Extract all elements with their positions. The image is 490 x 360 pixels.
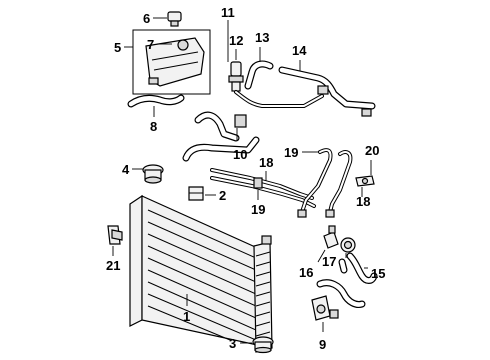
callout-7: 7 bbox=[147, 37, 154, 52]
callout-4: 4 bbox=[122, 162, 130, 177]
part-21-bracket bbox=[107, 225, 123, 245]
part-2-bracket bbox=[188, 186, 204, 201]
part-6-cap bbox=[167, 11, 182, 27]
callout-19-mid: 19 bbox=[251, 202, 265, 217]
part-18-cooler-lines bbox=[210, 168, 316, 208]
callout-14: 14 bbox=[292, 43, 307, 58]
part-5-group-box bbox=[132, 29, 211, 95]
callout-18-mid: 18 bbox=[259, 155, 273, 170]
callout-11: 11 bbox=[221, 5, 235, 20]
part-8-hose bbox=[127, 94, 185, 108]
part-7-coolant-reservoir bbox=[145, 37, 205, 87]
callout-2: 2 bbox=[219, 188, 226, 203]
callout-12: 12 bbox=[229, 33, 243, 48]
callout-9: 9 bbox=[319, 337, 326, 352]
callout-6: 6 bbox=[143, 11, 150, 26]
callout-15: 15 bbox=[371, 266, 385, 281]
callout-19-right: 19 bbox=[284, 145, 298, 160]
part-9-water-outlet bbox=[311, 279, 366, 321]
part-13-elbow-hose bbox=[244, 60, 274, 90]
leader-16 bbox=[317, 249, 326, 263]
part-12-valve bbox=[228, 61, 244, 92]
part-17-thermostat bbox=[340, 237, 356, 253]
part-16-thermostat-housing bbox=[323, 225, 339, 249]
callout-21: 21 bbox=[106, 258, 120, 273]
callout-3: 3 bbox=[229, 336, 236, 351]
callout-20: 20 bbox=[365, 143, 379, 158]
part-20-clamp bbox=[355, 175, 375, 187]
callout-10: 10 bbox=[233, 147, 247, 162]
callout-8: 8 bbox=[150, 119, 157, 134]
part-19-hose bbox=[297, 148, 353, 218]
callout-5: 5 bbox=[114, 40, 121, 55]
callout-1: 1 bbox=[183, 309, 190, 324]
callout-16: 16 bbox=[299, 265, 313, 280]
callout-13: 13 bbox=[255, 30, 269, 45]
part-14-hose-assembly bbox=[234, 66, 376, 117]
callout-18-right: 18 bbox=[356, 194, 370, 209]
part-10-pipe bbox=[182, 111, 260, 162]
callout-17: 17 bbox=[322, 254, 336, 269]
part-15-hose bbox=[338, 252, 378, 284]
part-4-radiator-cap bbox=[142, 164, 164, 184]
part-1-radiator bbox=[129, 194, 273, 353]
part-3-drain-plug bbox=[252, 336, 274, 354]
